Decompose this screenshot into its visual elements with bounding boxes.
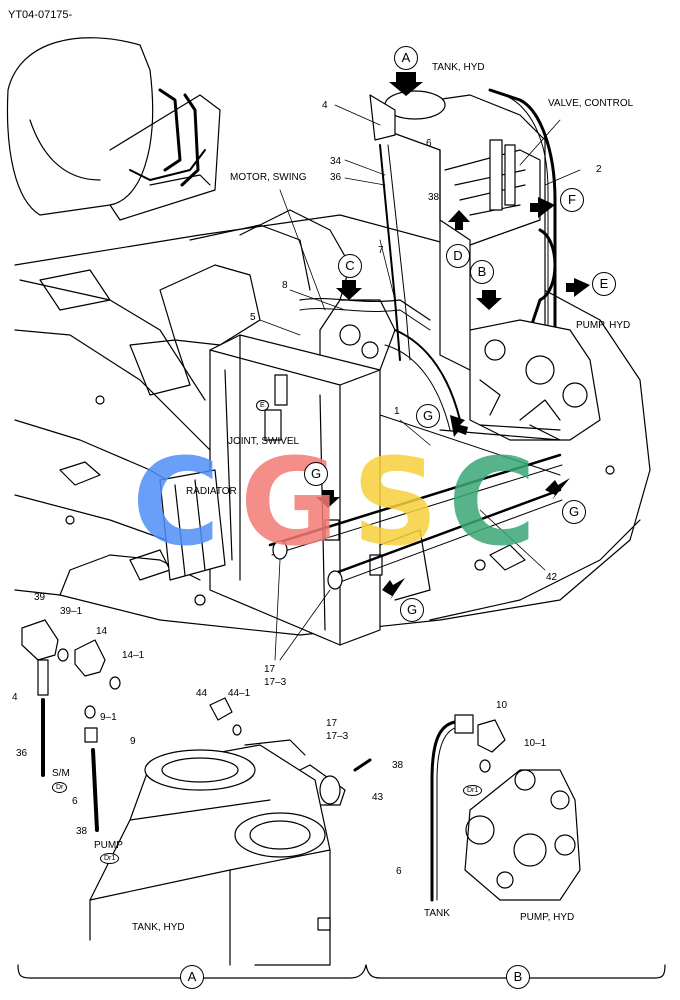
tag-dr1-b: Dr1	[463, 785, 483, 796]
detail-b-parts	[430, 714, 581, 902]
label-joint-swivel: JOINT, SWIVEL	[228, 436, 300, 447]
part-6: 6	[426, 138, 432, 149]
part-10-1: 10–1	[524, 738, 547, 749]
machine-inset	[6, 37, 221, 221]
part-1: 1	[394, 406, 400, 417]
callout-g1: G	[416, 404, 440, 428]
part-39-1: 39–1	[60, 606, 83, 617]
part-4-detail: 4	[12, 692, 18, 703]
callout-g4: G	[400, 598, 424, 622]
hoses-horizontal	[268, 414, 563, 601]
bottom-brackets	[17, 964, 666, 989]
figure-id: YT04-07175-	[8, 9, 73, 21]
part-14-1: 14–1	[122, 650, 145, 661]
tank-valve-block	[369, 88, 557, 371]
part-44-1: 44–1	[228, 688, 251, 699]
label-pump-hyd-b: PUMP, HYD	[520, 912, 575, 923]
arrows	[316, 72, 590, 600]
part-8: 8	[282, 280, 288, 291]
leader-lines	[259, 104, 581, 661]
watermark-letter-c1: C	[132, 434, 221, 573]
part-17-3-upper: 17–3	[264, 677, 287, 688]
callout-c: C	[338, 254, 362, 278]
part-10: 10	[496, 700, 508, 711]
part-4: 4	[322, 100, 328, 111]
label-motor-swing: MOTOR, SWING	[230, 172, 307, 183]
part-14: 14	[96, 626, 108, 637]
label-radiator: RADIATOR	[186, 486, 237, 497]
watermark-letter-c2: C	[448, 434, 537, 573]
part-42: 42	[546, 572, 558, 583]
swing-motor	[299, 297, 461, 431]
detail-a-tank	[89, 739, 331, 966]
callout-a-top: A	[394, 46, 418, 70]
part-38-b: 38	[392, 760, 404, 771]
part-17-3-lower: 17–3	[326, 731, 349, 742]
part-6-b: 6	[396, 866, 402, 877]
callout-f: F	[560, 188, 584, 212]
label-tank-b: TANK	[424, 908, 450, 919]
part-38-detail: 38	[76, 826, 88, 837]
label-pump-hyd-right: PUMP, HYD	[576, 320, 631, 331]
callout-b-bottom: B	[506, 965, 530, 989]
part-43: 43	[372, 792, 384, 803]
part-9-1: 9–1	[100, 712, 117, 723]
part-6-detail: 6	[72, 796, 78, 807]
label-tank-hyd-bottom: TANK, HYD	[132, 922, 185, 933]
part-5: 5	[250, 312, 256, 323]
tag-dr: Dr	[52, 782, 68, 793]
label-tank-hyd-top: TANK, HYD	[432, 62, 485, 73]
pump-right	[469, 319, 601, 441]
part-39: 39	[34, 592, 46, 603]
part-44: 44	[196, 688, 208, 699]
callout-g3: G	[562, 500, 586, 524]
part-34: 34	[330, 156, 342, 167]
tag-dr1-pump: Dr1	[100, 853, 120, 864]
part-36-detail: 36	[16, 748, 28, 759]
part-17-lower: 17	[326, 718, 338, 729]
radiator-frame	[159, 469, 226, 581]
label-sm: S/M	[52, 768, 70, 779]
callout-b: B	[470, 260, 494, 284]
callout-d: D	[446, 244, 470, 268]
label-pump: PUMP	[94, 840, 123, 851]
watermark-letter-s: S	[352, 434, 439, 573]
part-36: 36	[330, 172, 342, 183]
label-valve-control: VALVE, CONTROL	[548, 98, 634, 109]
part-17-upper: 17	[264, 664, 276, 675]
callout-g2: G	[304, 462, 328, 486]
watermark-letter-g: G	[240, 434, 339, 573]
part-2: 2	[596, 164, 602, 175]
part-38: 38	[428, 192, 440, 203]
callout-e: E	[592, 272, 616, 296]
part-7: 7	[378, 245, 384, 256]
detail-a-parts	[21, 619, 372, 832]
tag-e-small: E	[256, 400, 269, 411]
callout-a-bottom: A	[180, 965, 204, 989]
part-9: 9	[130, 736, 136, 747]
